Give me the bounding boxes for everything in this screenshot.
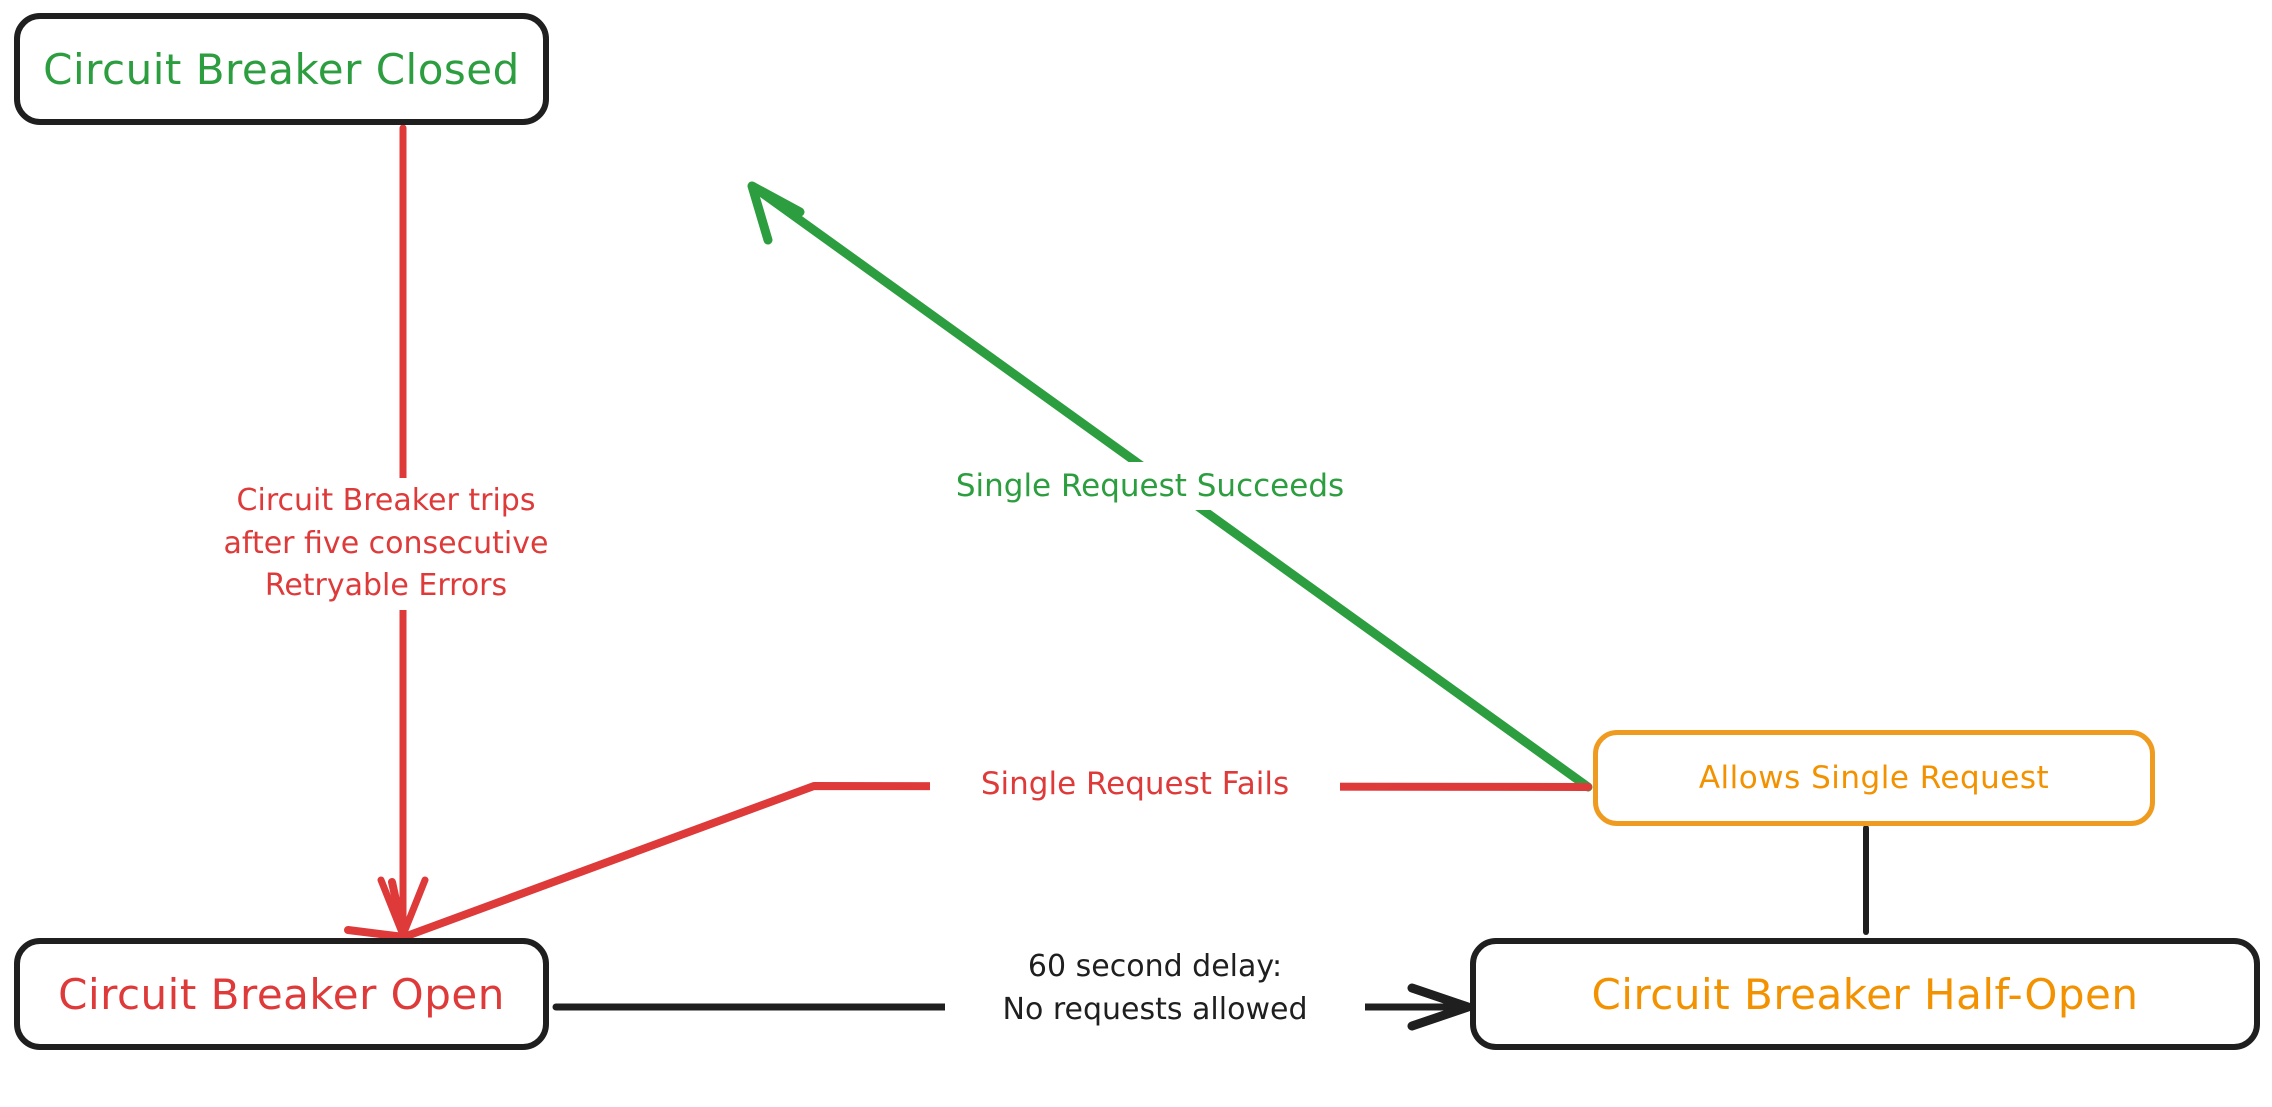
edge-allows-to-open [344,782,1592,941]
state-node-circuit-breaker-closed[interactable]: Circuit Breaker Closed [14,13,549,125]
edge-label-60-second-delay: 60 second delay: No requests allowed [945,944,1365,1034]
state-node-allows-single-request[interactable]: Allows Single Request [1593,730,2155,826]
state-node-label: Circuit Breaker Closed [43,44,520,94]
edge-label-single-request-fails: Single Request Fails [930,760,1340,809]
state-node-label: Circuit Breaker Half-Open [1591,969,2139,1019]
state-node-circuit-breaker-open[interactable]: Circuit Breaker Open [14,938,549,1050]
edge-label-single-request-succeeds: Single Request Succeeds [900,462,1400,511]
state-node-circuit-breaker-half-open[interactable]: Circuit Breaker Half-Open [1470,938,2260,1050]
state-node-label: Circuit Breaker Open [58,969,505,1019]
edge-label-circuit-breaker-trips: Circuit Breaker trips after five consecu… [176,478,596,610]
state-node-label: Allows Single Request [1698,760,2050,796]
